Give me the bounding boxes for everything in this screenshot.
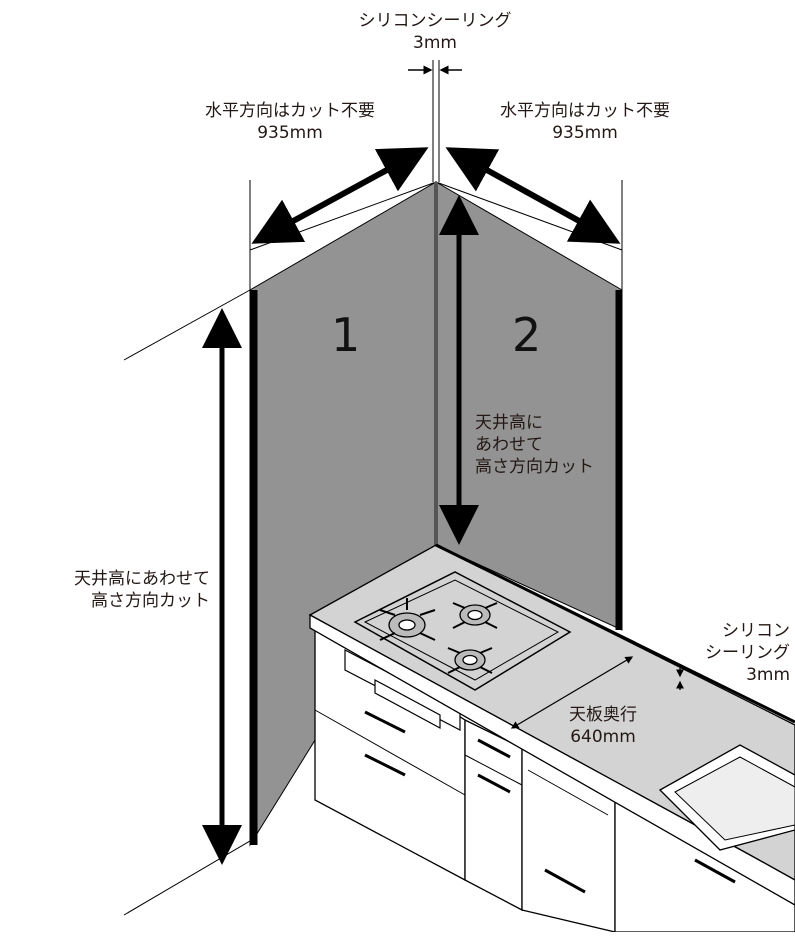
width-arrow-right [445, 147, 621, 244]
countertop-front-edge [309, 613, 795, 906]
label-silicone-top: シリコンシーリング 3mm [358, 11, 512, 53]
label-right-width: 水平方向はカット不要 935mm [500, 101, 670, 143]
gas-hob-inner [363, 579, 560, 681]
countertop-back-edge [435, 543, 795, 724]
counter-depth-arrow [510, 656, 634, 729]
grill-door [374, 678, 441, 730]
drawer-split-left [314, 709, 466, 796]
floor-edge-line [123, 837, 256, 916]
panel-number-2: 2 [512, 308, 542, 362]
label-counter-depth: 天板奥行 640mm [569, 705, 637, 747]
wall-edge-line [123, 289, 251, 361]
width-arrow-left [251, 147, 429, 244]
burners [388, 604, 491, 671]
panel-number-1: 1 [331, 308, 361, 362]
label-left-width: 水平方向はカット不要 935mm [205, 101, 375, 143]
label-left-height: 天井高にあわせて 高さ方向カット [74, 569, 210, 611]
drawer-split-middle [464, 754, 523, 786]
label-silicone-right: シリコン シーリング 3mm [705, 621, 790, 685]
dishwasher-panel [527, 769, 609, 816]
label-center-height: 天井高に あわせて 高さ方向カット [475, 413, 594, 477]
burner-grates [379, 598, 498, 674]
sink-basin [674, 756, 795, 841]
drawer-handles [364, 710, 736, 894]
